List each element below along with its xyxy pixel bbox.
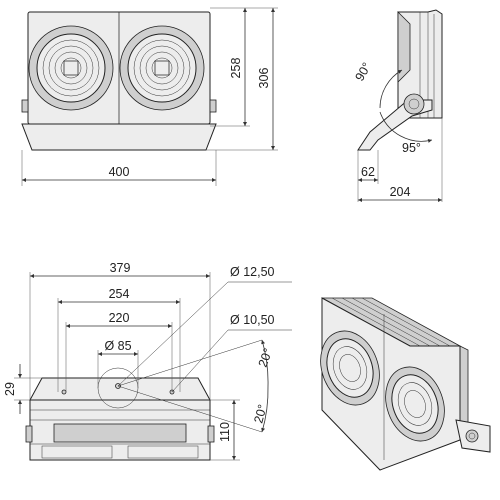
bottom-width-mid-label: 254	[109, 287, 130, 301]
bottom-height-label: 110	[218, 422, 232, 442]
front-mount-bracket	[21, 123, 217, 151]
bottom-circle-label: Ø 85	[104, 339, 131, 353]
front-lamp-right	[119, 25, 205, 111]
iso-lamp-left	[320, 330, 380, 406]
side-view: 90° 95° 62 204	[352, 9, 443, 202]
side-depth-label: 204	[390, 185, 411, 199]
side-angle-up-label: 90°	[352, 60, 374, 83]
front-height-inner-label: 258	[229, 58, 243, 79]
front-view: 400 258 306	[21, 7, 278, 186]
bottom-offset-label: 29	[3, 382, 17, 396]
side-angle-down-label: 95°	[402, 141, 421, 155]
bottom-hole-large-label: Ø 12,50	[230, 265, 275, 279]
front-width-label: 400	[109, 165, 130, 179]
bottom-housing-top	[29, 377, 211, 401]
bottom-tilt-lower-label: 20°	[251, 403, 269, 425]
side-offset-label: 62	[361, 165, 375, 179]
bottom-hole-small-label: Ø 10,50	[230, 313, 275, 327]
bottom-view: 379 254 220 Ø 85 Ø 12,50 Ø 10,50 20° 20°	[3, 261, 292, 461]
bottom-tilt-upper-label: 20°	[256, 346, 276, 369]
bottom-width-outer-label: 379	[110, 261, 131, 275]
side-pivot	[403, 93, 425, 115]
bottom-width-inner-label: 220	[109, 311, 130, 325]
isometric-view	[320, 297, 491, 471]
front-lamp-left	[28, 25, 114, 111]
iso-lamp-right	[385, 366, 445, 442]
front-height-outer-label: 306	[257, 68, 271, 89]
